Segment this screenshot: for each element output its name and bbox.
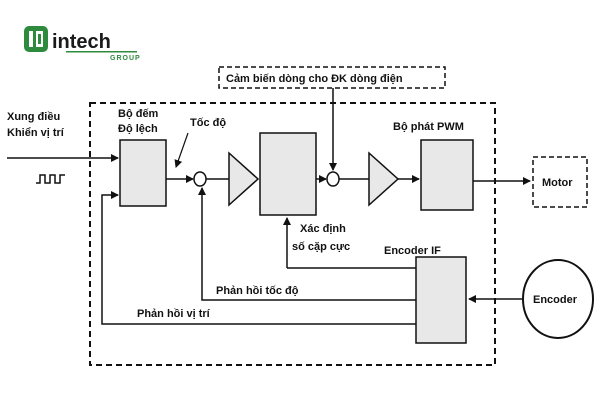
current-control-block — [259, 132, 317, 216]
pole-pair-label-line2: số cặp cực — [292, 241, 350, 253]
motor-label: Motor — [542, 177, 573, 189]
counter-label-line2: Độ lệch — [118, 123, 158, 135]
logo-wordmark: intech — [52, 31, 111, 53]
input-label-line2: Khiển vị trí — [7, 127, 65, 139]
intech-logo: intech GROUP — [24, 26, 141, 62]
encoder-if-label: Encoder IF — [384, 245, 441, 257]
pole-pair-label-line1: Xác định — [300, 223, 346, 235]
current-sensor-box — [218, 66, 446, 89]
pwm-label: Bộ phát PWM — [393, 121, 464, 133]
counter-label-line1: Bộ đếm — [118, 108, 159, 120]
pulse-train-icon — [36, 174, 65, 184]
encoder-label: Encoder — [533, 294, 578, 306]
logo-mark-bar-left — [29, 31, 33, 47]
current-amplifier — [368, 151, 400, 207]
logo-group-text: GROUP — [110, 55, 141, 62]
speed-amplifier — [228, 151, 260, 207]
deviation-counter-block — [119, 139, 167, 207]
current-sensor-label: Cảm biến dòng cho ĐK dòng điện — [226, 73, 403, 85]
system-boundary — [89, 102, 496, 366]
pwm-generator-block — [420, 139, 474, 211]
speed-label: Tốc độ — [190, 117, 226, 129]
encoder-interface-block — [415, 256, 467, 344]
position-feedback-path — [101, 191, 416, 325]
speed-pointer-arrow — [174, 132, 189, 168]
position-feedback-label: Phản hồi vị trí — [137, 308, 211, 320]
logo-underline — [66, 51, 137, 53]
logo-mark-inner — [38, 34, 41, 44]
speed-feedback-path — [198, 187, 416, 301]
summing-junction-current — [326, 171, 340, 187]
speed-feedback-label: Phản hồi tốc độ — [216, 285, 299, 297]
input-label-line1: Xung điều — [7, 111, 60, 123]
motor-box — [532, 156, 588, 208]
summing-junction-speed — [193, 171, 207, 187]
